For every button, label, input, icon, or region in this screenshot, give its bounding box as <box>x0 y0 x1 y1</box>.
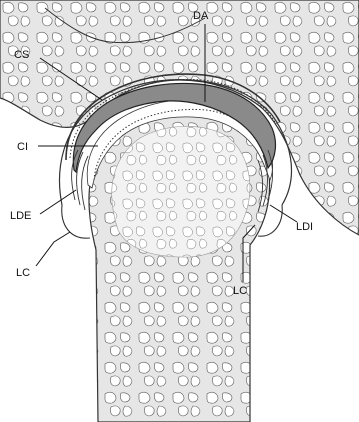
label-ci: CI <box>17 141 28 153</box>
label-ldi: LDI <box>296 221 313 233</box>
leader-ldi <box>270 205 297 222</box>
label-lc-left: LC <box>16 267 30 279</box>
label-cs: CS <box>14 49 29 61</box>
label-lc-right: LC <box>233 285 247 297</box>
label-lde: LDE <box>10 210 31 222</box>
bone-head <box>112 126 250 257</box>
capsule-left <box>62 205 90 238</box>
leader-lde <box>40 190 76 214</box>
label-da: DA <box>193 10 209 22</box>
ligament-left <box>72 150 88 210</box>
leader-lc-left <box>36 232 70 266</box>
